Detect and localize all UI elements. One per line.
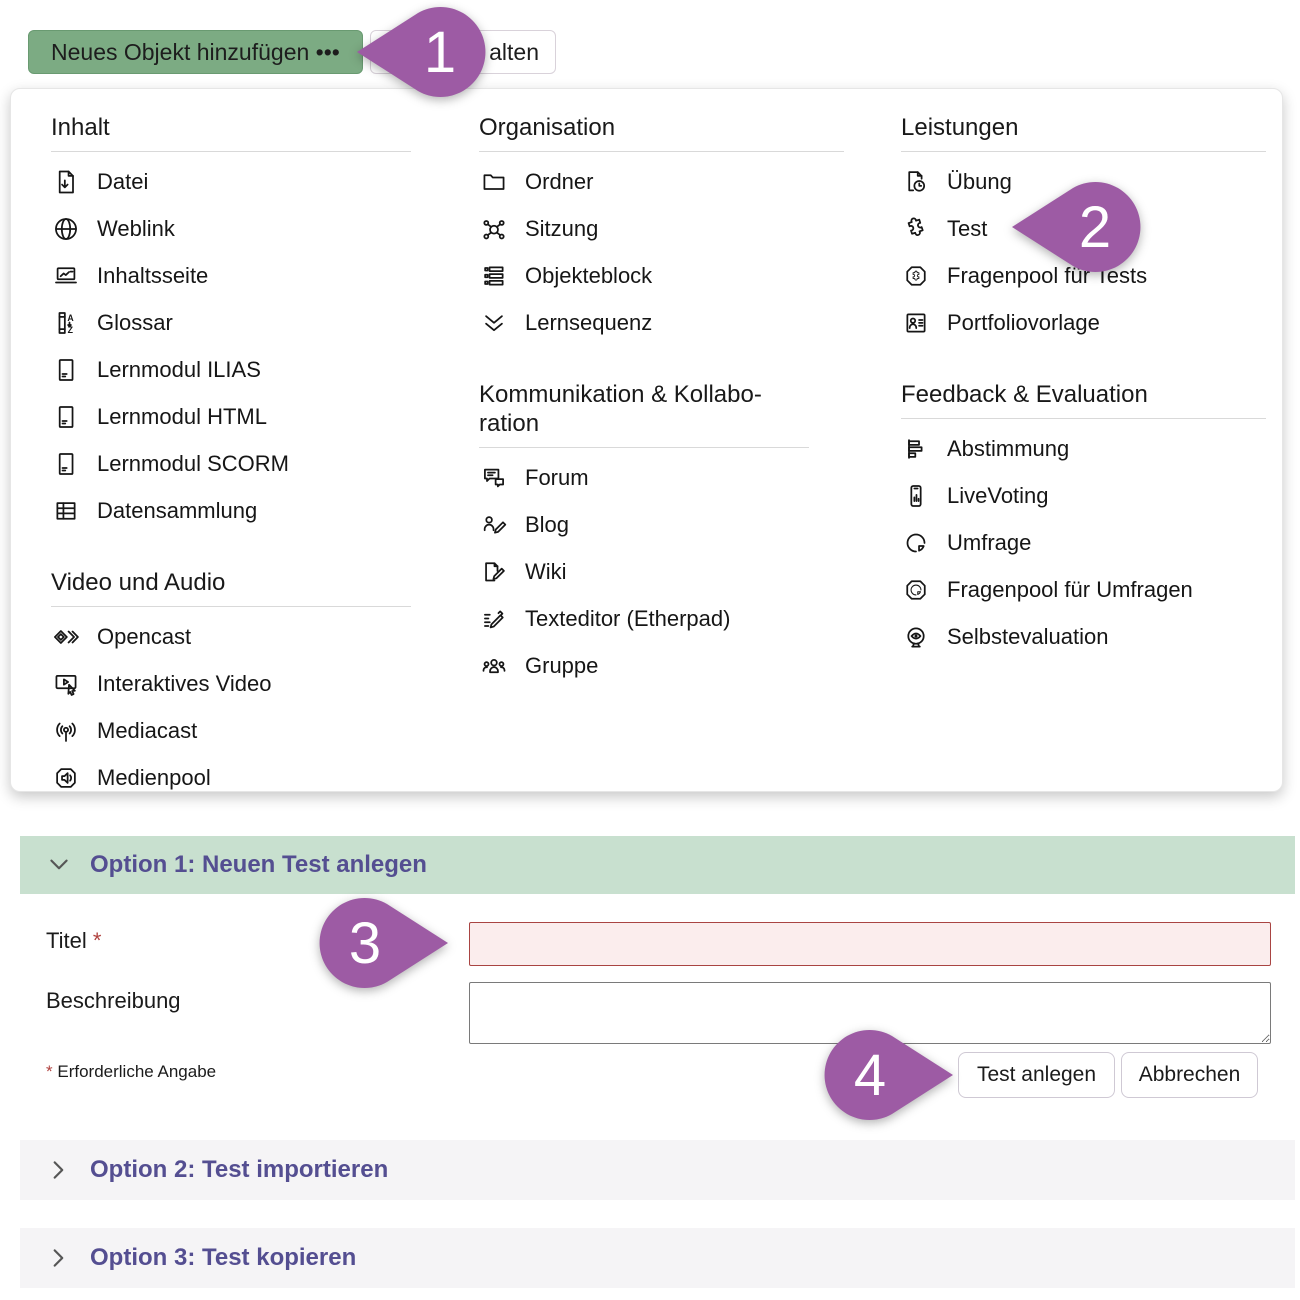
cancel-button[interactable]: Abbrechen <box>1121 1052 1258 1098</box>
accordion-option-3[interactable]: Option 3: Test kopieren <box>20 1228 1295 1288</box>
group-kommunikation: Kommunikation & Kollabo­ration Forum Blo… <box>479 380 844 689</box>
menu-item-wiki[interactable]: Wiki <box>479 548 844 595</box>
menu-item-gruppe[interactable]: Gruppe <box>479 642 844 689</box>
menu-item-interaktives-video[interactable]: Interaktives Video <box>51 660 411 707</box>
chevron-right-icon <box>53 1161 64 1179</box>
learning-sequence-icon <box>479 308 509 338</box>
menu-item-blog[interactable]: Blog <box>479 501 844 548</box>
menu-item-ordner[interactable]: Ordner <box>479 158 844 205</box>
menu-item-abstimmung[interactable]: Abstimmung <box>901 425 1266 472</box>
group-title-inhalt: Inhalt <box>51 113 411 152</box>
exercise-icon <box>901 167 931 197</box>
menu-item-objekteblock[interactable]: Objekteblock <box>479 252 844 299</box>
accordion-option-2-title: Option 2: Test importieren <box>90 1156 389 1183</box>
session-icon <box>479 214 509 244</box>
learning-module-icon <box>51 402 81 432</box>
description-textarea[interactable] <box>469 982 1271 1044</box>
svg-text:Z: Z <box>68 324 74 334</box>
required-note: * Erforderliche Angabe <box>46 1062 217 1081</box>
content-page-icon <box>51 261 81 291</box>
menu-item-sitzung[interactable]: Sitzung <box>479 205 844 252</box>
menu-item-livevoting[interactable]: LiveVoting <box>901 472 1266 519</box>
table-icon <box>51 496 81 526</box>
interactive-video-icon <box>51 669 81 699</box>
item-group-icon <box>479 261 509 291</box>
accordion-option-1-title: Option 1: Neuen Test anlegen <box>90 851 427 878</box>
menu-item-lernmodul-html[interactable]: Lernmodul HTML <box>51 393 411 440</box>
svg-text:A: A <box>67 312 74 322</box>
title-input[interactable] <box>469 922 1271 966</box>
description-field-label: Beschreibung <box>46 988 181 1013</box>
globe-icon <box>51 214 81 244</box>
menu-item-opencast[interactable]: Opencast <box>51 613 411 660</box>
chevron-right-icon <box>53 1249 64 1267</box>
required-asterisk: * <box>46 1062 53 1081</box>
folder-icon <box>479 167 509 197</box>
svg-text:4: 4 <box>854 1043 886 1108</box>
text-editor-icon <box>479 604 509 634</box>
group-video-audio: Video und Audio Opencast Interaktives Vi… <box>51 568 411 801</box>
blog-icon <box>479 510 509 540</box>
test-puzzle-icon <box>901 214 931 244</box>
forum-icon <box>479 463 509 493</box>
accordion-option-2[interactable]: Option 2: Test importieren <box>20 1140 1295 1200</box>
accordion-option-3-title: Option 3: Test kopieren <box>90 1244 357 1271</box>
live-voting-icon <box>901 481 931 511</box>
opencast-icon <box>51 622 81 652</box>
menu-item-medienpool[interactable]: Medienpool <box>51 754 411 801</box>
question-pool-test-icon <box>901 261 931 291</box>
menu-item-mediacast[interactable]: Mediacast <box>51 707 411 754</box>
broadcast-icon <box>51 716 81 746</box>
menu-item-datensammlung[interactable]: Datensammlung <box>51 487 411 534</box>
accordion-option-1[interactable]: Option 1: Neuen Test anlegen <box>20 836 1295 894</box>
svg-text:3: 3 <box>349 911 381 976</box>
group-title-organisation: Organisation <box>479 113 844 152</box>
group-title-kommunikation: Kommunikation & Kollabo­ration <box>479 380 809 448</box>
menu-item-umfrage[interactable]: Umfrage <box>901 519 1266 566</box>
menu-item-uebung[interactable]: Übung <box>901 158 1266 205</box>
menu-item-test[interactable]: Test <box>901 205 1266 252</box>
group-organisation: Organisation Ordner Sitzung Objekteblock <box>479 113 844 346</box>
poll-icon <box>901 434 931 464</box>
partially-hidden-toolbar-button[interactable]: alten <box>370 30 556 74</box>
menu-item-lernsequenz[interactable]: Lernsequenz <box>479 299 844 346</box>
group-title-video-audio: Video und Audio <box>51 568 411 607</box>
group-icon <box>479 651 509 681</box>
menu-item-inhaltsseite[interactable]: Inhaltsseite <box>51 252 411 299</box>
survey-icon <box>901 528 931 558</box>
portfolio-template-icon <box>901 308 931 338</box>
learning-module-icon <box>51 355 81 385</box>
title-field-label: Titel * <box>46 928 102 953</box>
menu-item-texteditor[interactable]: Texteditor (Etherpad) <box>479 595 844 642</box>
chevron-down-icon <box>50 859 68 870</box>
group-title-leistungen: Leistungen <box>901 113 1266 152</box>
self-evaluation-icon <box>901 622 931 652</box>
group-leistungen: Leistungen Übung Test Fragenpool für Tes… <box>901 113 1266 346</box>
add-new-object-button[interactable]: Neues Objekt hinzufügen ••• <box>28 30 363 74</box>
create-test-button[interactable]: Test anlegen <box>958 1052 1115 1098</box>
required-asterisk: * <box>92 928 102 953</box>
menu-item-selbstevaluation[interactable]: Selbstevaluation <box>901 613 1266 660</box>
group-title-feedback-evaluation: Feedback & Evaluation <box>901 380 1266 419</box>
file-download-icon <box>51 167 81 197</box>
menu-item-fragenpool-umfragen[interactable]: Fragenpool für Umfragen <box>901 566 1266 613</box>
group-feedback-evaluation: Feedback & Evaluation Abstimmung LiveVot… <box>901 380 1266 660</box>
menu-item-weblink[interactable]: Weblink <box>51 205 411 252</box>
media-pool-icon <box>51 763 81 793</box>
learning-module-icon <box>51 449 81 479</box>
menu-item-lernmodul-ilias[interactable]: Lernmodul ILIAS <box>51 346 411 393</box>
question-pool-survey-icon <box>901 575 931 605</box>
callout-step-3: 3 <box>319 898 448 988</box>
menu-item-forum[interactable]: Forum <box>479 454 844 501</box>
wiki-icon <box>479 557 509 587</box>
menu-item-lernmodul-scorm[interactable]: Lernmodul SCORM <box>51 440 411 487</box>
menu-item-fragenpool-tests[interactable]: Fragenpool für Tests <box>901 252 1266 299</box>
menu-item-datei[interactable]: Datei <box>51 158 411 205</box>
menu-item-portfoliovorlage[interactable]: Portfoliovorlage <box>901 299 1266 346</box>
